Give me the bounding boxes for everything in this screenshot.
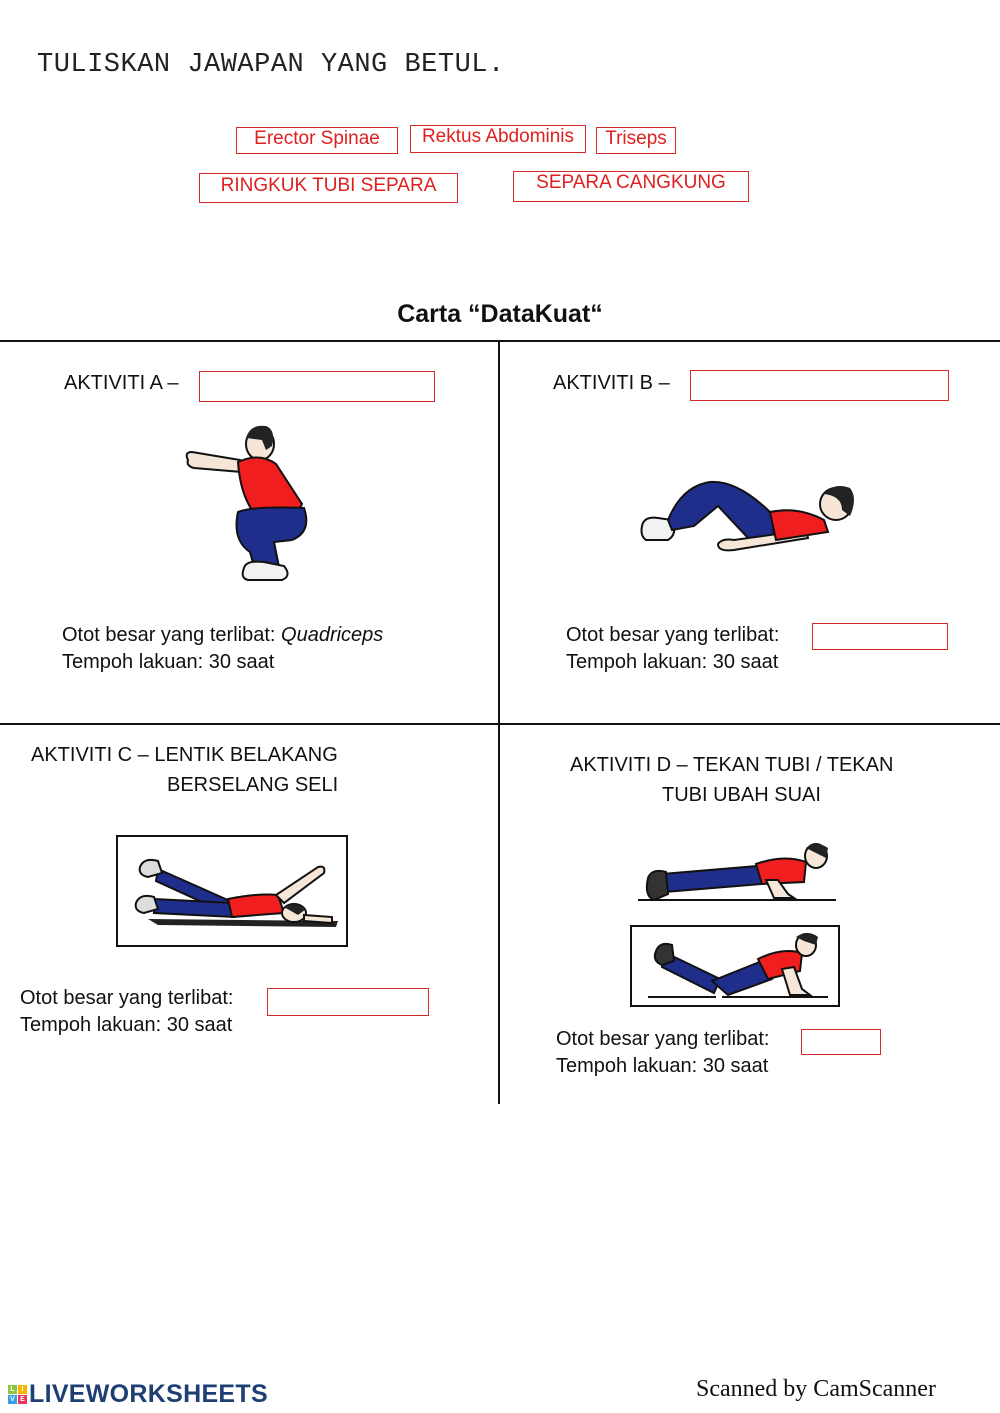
- activity-c-image-frame: [116, 835, 348, 947]
- word-chip-ringkuk-tubi-separa[interactable]: RINGKUK TUBI SEPARA: [199, 173, 458, 203]
- activity-b-name-input[interactable]: [690, 370, 949, 401]
- activity-b-muscle-label: Otot besar yang terlibat:: [566, 624, 780, 646]
- squat-figure-icon: [185, 425, 308, 581]
- activity-c-heading-line1: AKTIVITI C – LENTIK BELAKANG: [31, 744, 338, 766]
- activity-a-muscle-label: Otot besar yang terlibat:: [62, 624, 276, 646]
- camscanner-watermark: Scanned by CamScanner: [696, 1376, 936, 1402]
- activity-c-info: Otot besar yang terlibat: Tempoh lakuan:…: [20, 985, 233, 1039]
- activity-d-muscle-input[interactable]: [801, 1029, 881, 1055]
- grid-line-vertical: [498, 341, 500, 1104]
- activity-b-heading: AKTIVITI B –: [553, 372, 670, 394]
- activity-c-muscle-input[interactable]: [267, 988, 429, 1016]
- chart-title: Carta “DataKuat“: [397, 300, 603, 328]
- liveworksheets-wordmark: LIVEWORKSHEETS: [29, 1380, 268, 1408]
- back-extension-figure-icon: [134, 858, 338, 927]
- activity-c-duration: Tempoh lakuan: 30 saat: [20, 1014, 233, 1036]
- activity-b-muscle-input[interactable]: [812, 623, 948, 650]
- pushup-figure-icon: [638, 843, 836, 902]
- activity-a-info: Otot besar yang terlibat: Quadriceps Tem…: [62, 622, 383, 676]
- activity-b-info: Otot besar yang terlibat: Tempoh lakuan:…: [566, 622, 779, 676]
- activity-b-duration: Tempoh lakuan: 30 saat: [566, 651, 779, 673]
- activity-d-muscle-label: Otot besar yang terlibat:: [556, 1028, 770, 1050]
- word-chip-separa-cangkung[interactable]: SEPARA CANGKUNG: [513, 171, 749, 202]
- liveworksheets-logo[interactable]: L I V E LIVEWORKSHEETS: [8, 1380, 268, 1409]
- activity-a-heading: AKTIVITI A –: [64, 372, 179, 394]
- activity-d-duration: Tempoh lakuan: 30 saat: [556, 1055, 769, 1077]
- activity-d-image-frame: [630, 925, 840, 1007]
- activity-c-muscle-label: Otot besar yang terlibat:: [20, 987, 234, 1009]
- activity-a-name-input[interactable]: [199, 371, 435, 402]
- activity-d-info: Otot besar yang terlibat: Tempoh lakuan:…: [556, 1026, 769, 1080]
- activity-c-heading-line2: BERSELANG SELI: [167, 774, 339, 796]
- instruction-text: TULISKAN JAWAPAN YANG BETUL.: [37, 50, 505, 80]
- word-chip-rektus-abdominis[interactable]: Rektus Abdominis: [410, 125, 586, 153]
- modified-pushup-figure-icon: [648, 933, 828, 998]
- activity-d-heading-line2: TUBI UBAH SUAI: [662, 784, 821, 806]
- live-squares-icon: L I V E: [8, 1385, 27, 1404]
- half-situp-figure-icon: [640, 480, 854, 552]
- activity-d-heading-line1: AKTIVITI D – TEKAN TUBI / TEKAN: [570, 754, 894, 776]
- word-chip-erector-spinae[interactable]: Erector Spinae: [236, 127, 398, 154]
- word-chip-triseps[interactable]: Triseps: [596, 127, 676, 154]
- grid-line-middle: [0, 723, 1000, 725]
- grid-line-top: [0, 340, 1000, 342]
- activity-a-duration: Tempoh lakuan: 30 saat: [62, 651, 275, 673]
- activity-a-muscle-value: Quadriceps: [281, 624, 384, 646]
